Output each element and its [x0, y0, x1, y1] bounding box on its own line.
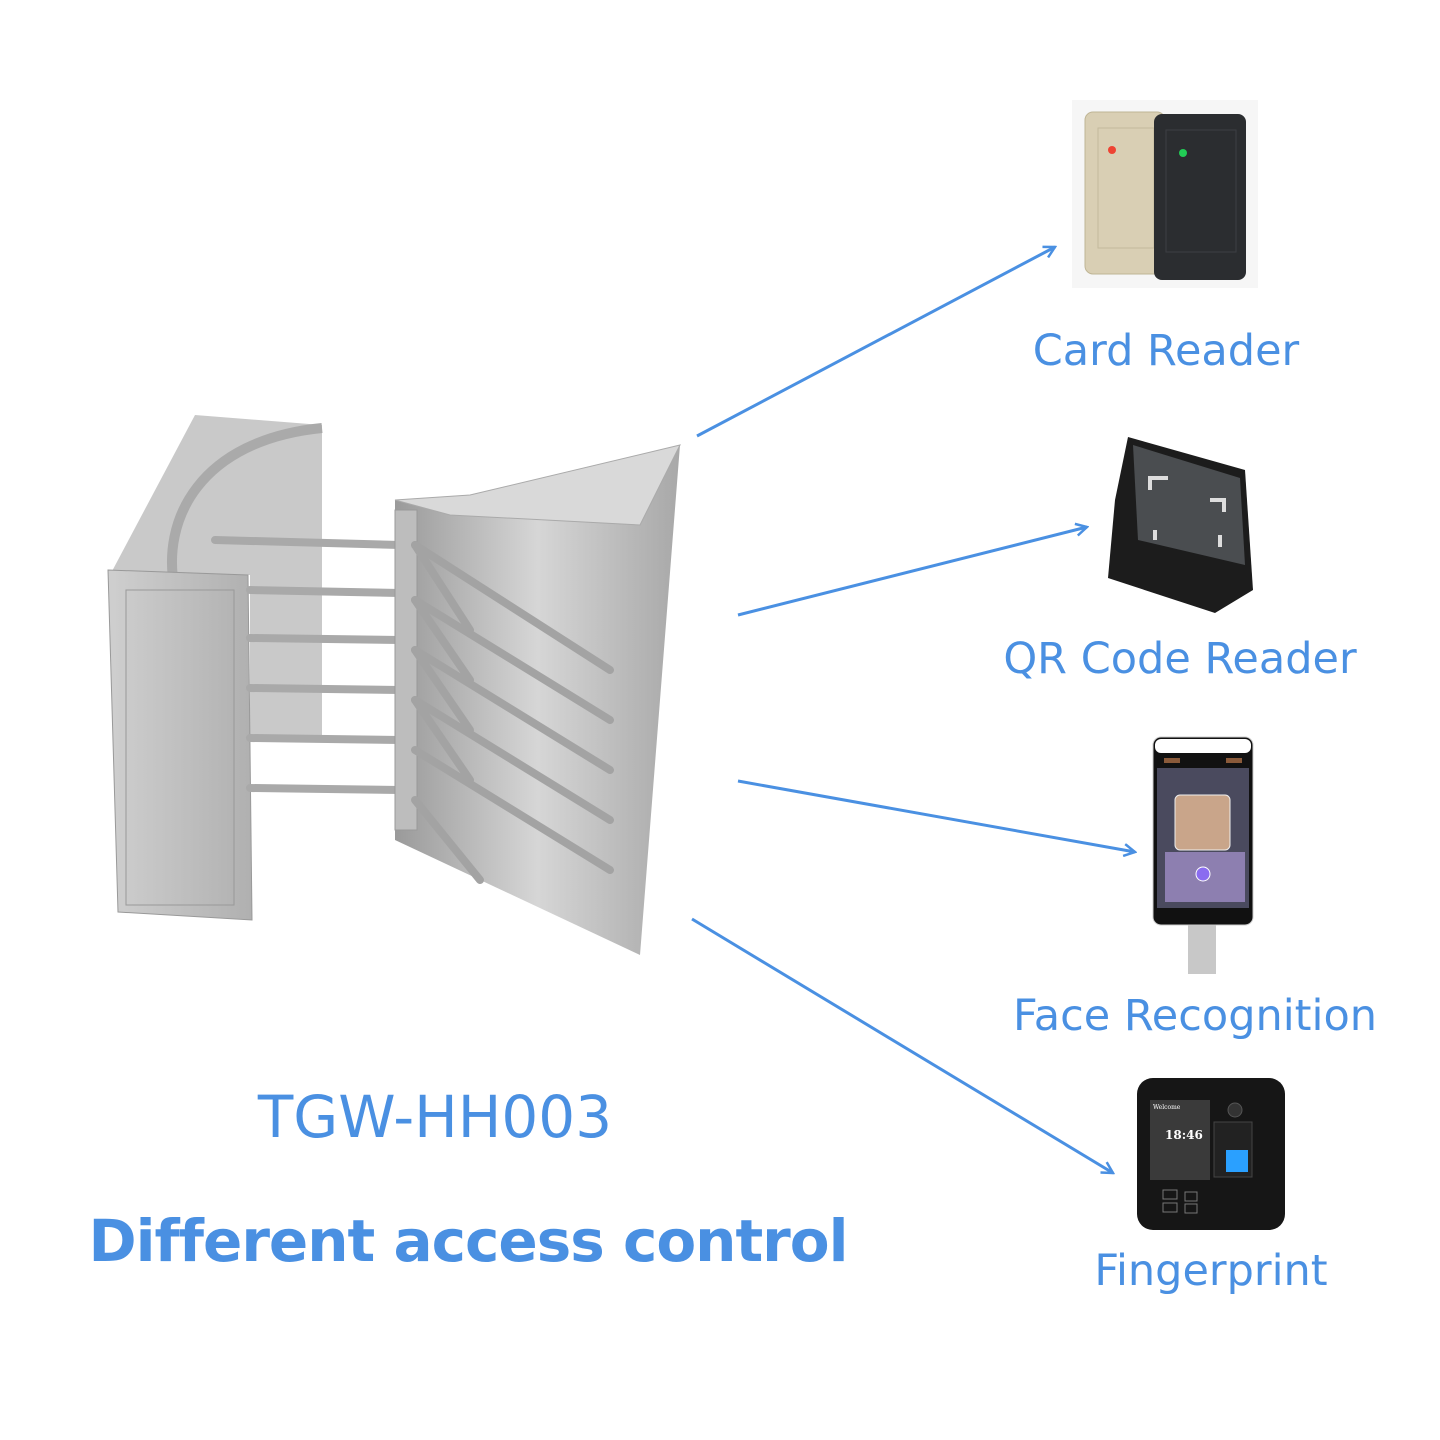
card-reader-label: Card Reader — [1032, 326, 1300, 376]
turnstile-image — [107, 415, 681, 955]
arrow-to-face-recognition — [737, 779, 1135, 852]
fingerprint-label: Fingerprint — [1094, 1246, 1328, 1296]
model-number: TGW-HH003 — [257, 1083, 613, 1151]
arrow-to-fingerprint — [691, 917, 1113, 1173]
fingerprint-screen-welcome: Welcome — [1153, 1104, 1181, 1111]
arrow-to-qr-reader — [737, 527, 1087, 617]
qr-reader-image — [1108, 437, 1253, 613]
tagline-heading: Different access control — [88, 1207, 848, 1275]
fingerprint-screen-time: 18:46 — [1165, 1128, 1203, 1142]
fingerprint-terminal-image — [1137, 1078, 1285, 1230]
card-reader-image — [1072, 100, 1258, 288]
arrow-to-card-reader — [696, 247, 1055, 438]
face-recognition-label: Face Recognition — [1012, 991, 1378, 1041]
qr-code-reader-label: QR Code Reader — [1003, 634, 1357, 684]
face-terminal-image — [1152, 736, 1254, 974]
